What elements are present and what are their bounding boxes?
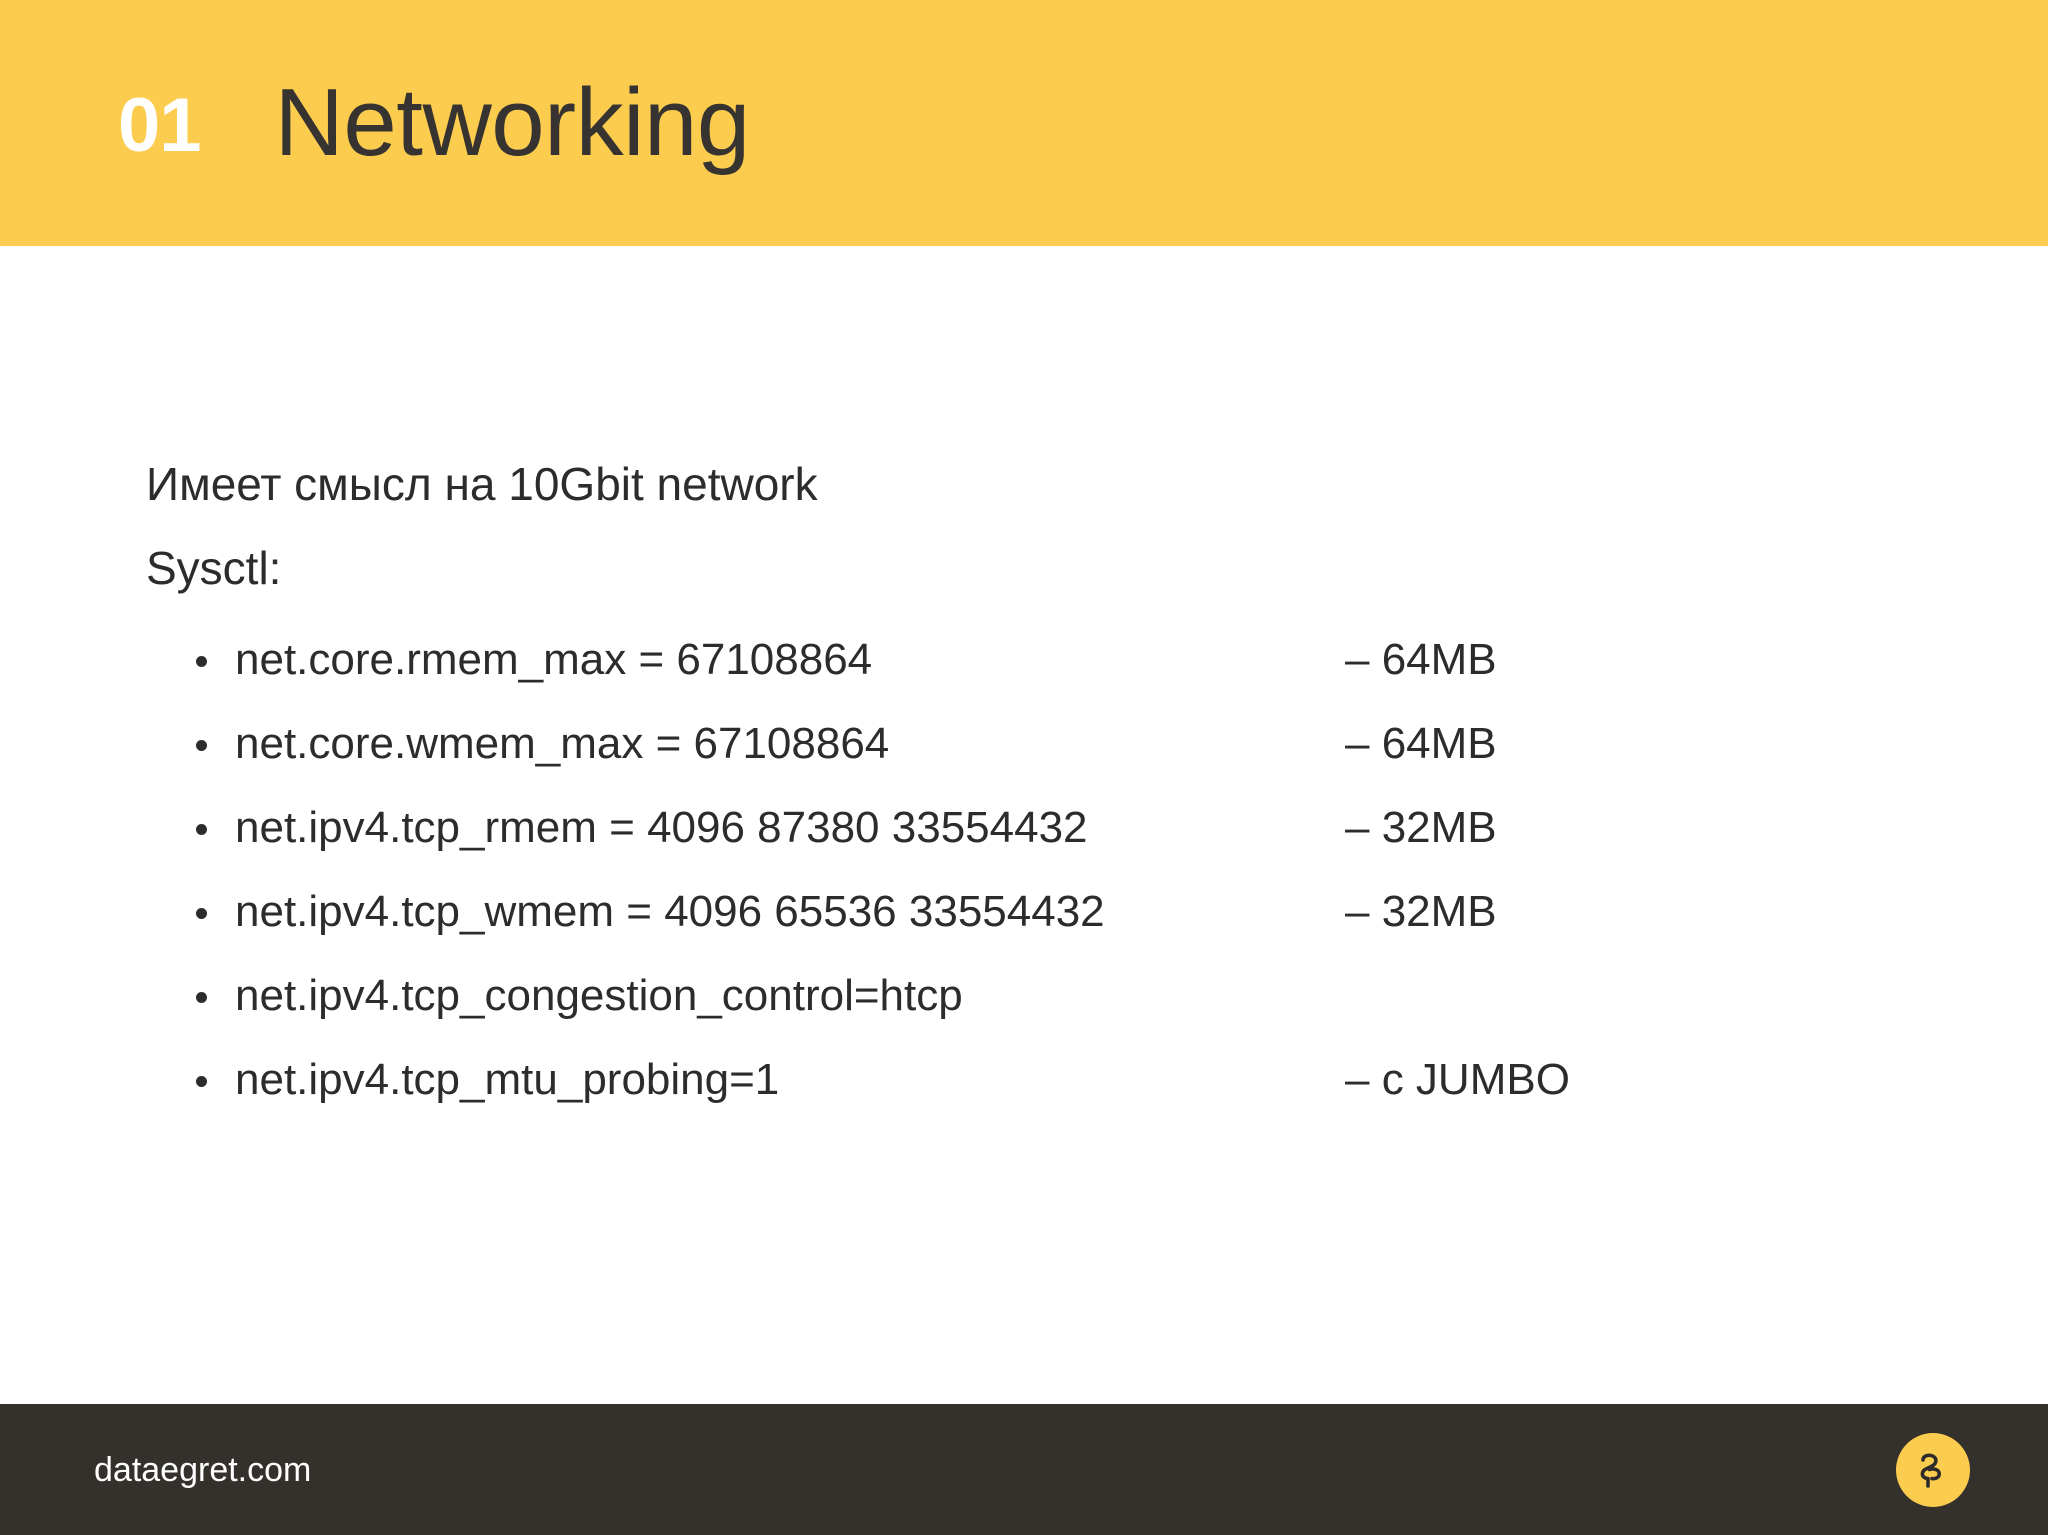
bullet-dot-icon bbox=[196, 992, 207, 1003]
bullet-dot-icon bbox=[196, 908, 207, 919]
bullet-text: net.core.wmem_max = 67108864 bbox=[235, 719, 890, 768]
slide-content: Имеет смысл на 10Gbit network Sysctl: ne… bbox=[0, 246, 2048, 1404]
bullet-text: net.ipv4.tcp_rmem = 4096 87380 33554432 bbox=[235, 803, 1088, 852]
bullet-text: net.ipv4.tcp_congestion_control=htcp bbox=[235, 971, 963, 1020]
slide-footer: dataegret.com bbox=[0, 1404, 2048, 1535]
lead-line-sysctl: Sysctl: bbox=[146, 542, 282, 594]
bullet-note: – 64MB bbox=[1345, 635, 1497, 684]
list-item: net.ipv4.tcp_rmem = 4096 87380 33554432 … bbox=[0, 794, 2048, 878]
slide-header: 01 Networking bbox=[0, 0, 2048, 246]
bullet-dot-icon bbox=[196, 824, 207, 835]
slide-title: Networking bbox=[274, 69, 751, 176]
bullet-text: net.ipv4.tcp_mtu_probing=1 bbox=[235, 1055, 780, 1104]
bullet-dot-icon bbox=[196, 656, 207, 667]
bullet-note: – 32MB bbox=[1345, 803, 1497, 852]
list-item: net.ipv4.tcp_wmem = 4096 65536 33554432 … bbox=[0, 878, 2048, 962]
bullet-dot-icon bbox=[196, 1076, 207, 1087]
bullet-note: – 64MB bbox=[1345, 719, 1497, 768]
footer-url: dataegret.com bbox=[94, 1450, 312, 1489]
list-item: net.ipv4.tcp_mtu_probing=1 – с JUMBO bbox=[0, 1046, 2048, 1130]
bullet-text: net.core.rmem_max = 67108864 bbox=[235, 635, 873, 684]
list-item: net.core.rmem_max = 67108864 – 64MB bbox=[0, 626, 2048, 710]
dataegret-egret-logo-icon bbox=[1896, 1432, 1970, 1507]
lead-line-network: Имеет смысл на 10Gbit network bbox=[146, 458, 818, 510]
slide-number: 01 bbox=[118, 83, 202, 168]
sysctl-bullet-list: net.core.rmem_max = 67108864 – 64MB net.… bbox=[0, 626, 2048, 1130]
bullet-note: – 32MB bbox=[1345, 887, 1497, 936]
bullet-text: net.ipv4.tcp_wmem = 4096 65536 33554432 bbox=[235, 887, 1105, 936]
bullet-note: – с JUMBO bbox=[1345, 1055, 1570, 1104]
bullet-dot-icon bbox=[196, 740, 207, 751]
list-item: net.ipv4.tcp_congestion_control=htcp bbox=[0, 962, 2048, 1046]
list-item: net.core.wmem_max = 67108864 – 64MB bbox=[0, 710, 2048, 794]
